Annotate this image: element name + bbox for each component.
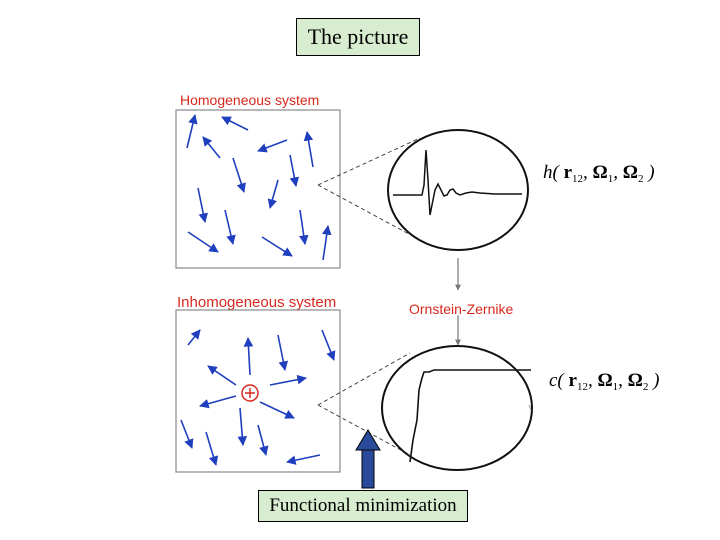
h-curve — [393, 149, 522, 216]
arrow — [257, 424, 269, 456]
arrow — [202, 136, 221, 159]
arrow — [261, 236, 293, 257]
arrow — [237, 407, 248, 446]
inhomogeneous-arrows — [180, 329, 336, 466]
arrow — [259, 401, 295, 419]
homogeneous-box — [175, 109, 341, 269]
c-tick-mark — [528, 404, 532, 411]
arrow — [232, 157, 246, 193]
arrow — [289, 154, 300, 187]
functional-minimization-box: Functional minimization — [258, 490, 468, 522]
arrow — [243, 337, 254, 376]
zoom-lines-bottom — [317, 352, 411, 456]
arrow — [269, 374, 307, 386]
c-curve — [409, 369, 531, 463]
inhomogeneous-system-label: Inhomogeneous system — [177, 294, 337, 311]
c-magnifier-ellipse — [381, 345, 533, 471]
arrow — [186, 114, 198, 149]
arrow — [197, 187, 208, 223]
homogeneous-arrows — [186, 114, 332, 261]
c-function-label: c( r12, Ω1, Ω2 ) — [549, 370, 660, 393]
arrow — [187, 329, 201, 346]
h-function-label: h( r12, Ω1, Ω2 ) — [543, 162, 655, 185]
arrow — [286, 454, 321, 465]
arrow — [298, 209, 309, 245]
arrow — [267, 179, 279, 209]
arrow — [224, 209, 236, 245]
h-magnifier-ellipse — [387, 129, 529, 251]
arrow — [221, 116, 249, 131]
arrow — [303, 131, 314, 168]
arrow — [257, 139, 288, 153]
arrow — [321, 225, 332, 261]
zoom-lines-top — [317, 137, 421, 241]
arrow — [321, 329, 336, 361]
title-text: The picture — [307, 24, 409, 49]
homogeneous-system-label: Homogeneous system — [180, 92, 320, 108]
arrow — [187, 231, 219, 253]
minimization-up-arrow — [355, 429, 381, 489]
arrow — [207, 365, 237, 386]
charge-plus-icon — [241, 384, 259, 402]
functional-minimization-text: Functional minimization — [269, 495, 457, 516]
arrow — [180, 419, 194, 449]
title-box: The picture — [296, 18, 420, 56]
arrow — [205, 431, 219, 466]
arrow — [277, 334, 289, 371]
arrow — [199, 395, 237, 409]
ornstein-zernike-label: Ornstein-Zernike — [409, 301, 514, 317]
